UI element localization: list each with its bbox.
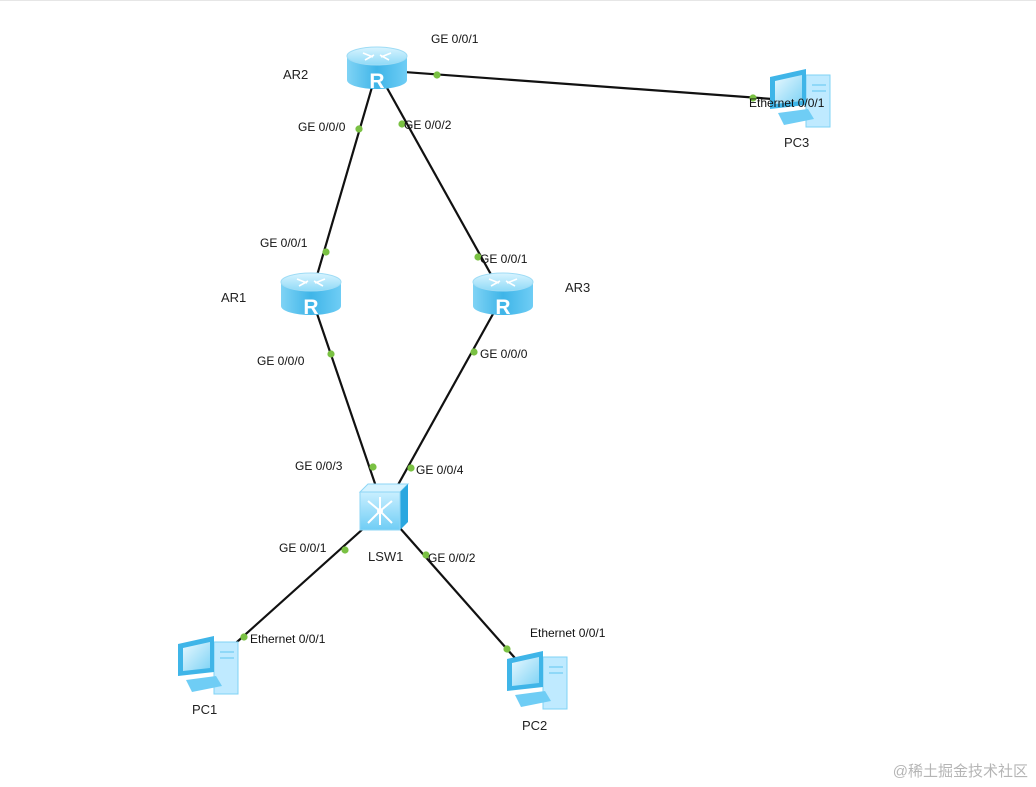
port-label-ar3: GE 0/0/0 [480, 347, 528, 361]
link-ar2-pc3[interactable] [376, 68, 801, 103]
port-label-lsw1: GE 0/0/3 [295, 459, 343, 473]
link-ar2-ar3[interactable] [376, 69, 504, 297]
top-border [0, 0, 1036, 1]
port-dot-lsw1[interactable] [369, 463, 377, 471]
port-label-ar2: GE 0/0/2 [404, 118, 452, 132]
device-label-pc2: PC2 [522, 718, 548, 733]
port-label-ar2: GE 0/0/1 [431, 32, 479, 46]
port-dot-ar3[interactable] [474, 253, 482, 261]
port-dots-layer [240, 71, 757, 653]
router-arrows-icon [362, 52, 392, 61]
device-label-pc1: PC1 [192, 702, 218, 717]
link-lsw1-pc2[interactable] [383, 509, 538, 684]
pc-tower [542, 656, 568, 710]
device-label-lsw1: LSW1 [368, 549, 404, 564]
pc-pc3[interactable] [770, 69, 831, 128]
port-dot-pc3[interactable] [749, 94, 757, 102]
link-ar1-lsw1[interactable] [309, 295, 386, 511]
pc-keyboard [515, 691, 551, 707]
port-label-ar1: GE 0/0/1 [260, 236, 308, 250]
device-label-pc3: PC3 [784, 135, 810, 150]
device-label-ar1: AR1 [221, 290, 247, 305]
pc-pc2[interactable] [507, 651, 568, 710]
port-label-pc1: Ethernet 0/0/1 [250, 632, 326, 646]
port-dot-pc2[interactable] [503, 645, 511, 653]
router-ar1[interactable]: R [280, 272, 342, 319]
port-dot-lsw1[interactable] [341, 546, 349, 554]
port-label-lsw1: GE 0/0/2 [428, 551, 476, 565]
port-label-pc3: Ethernet 0/0/1 [749, 96, 825, 110]
switch-side [400, 484, 408, 530]
devices-layer: R R R [178, 46, 831, 710]
port-dot-lsw1[interactable] [422, 551, 430, 559]
switch-top [358, 483, 410, 493]
pc-keyboard [186, 676, 222, 692]
router-arrows-icon [296, 278, 326, 287]
link-ar3-lsw1[interactable] [383, 295, 504, 511]
router-ar2[interactable]: R [346, 46, 408, 93]
port-label-ar1: GE 0/0/0 [257, 354, 305, 368]
port-dot-pc1[interactable] [240, 633, 248, 641]
pc-keyboard [778, 109, 814, 125]
router-top [346, 46, 408, 66]
port-dot-ar1[interactable] [322, 248, 330, 256]
link-ar2-ar1[interactable] [309, 69, 379, 297]
port-dot-ar3[interactable] [470, 348, 478, 356]
port-dot-ar2[interactable] [355, 125, 363, 133]
router-glyph: R [369, 70, 384, 93]
port-dot-ar2[interactable] [398, 120, 406, 128]
router-glyph: R [495, 296, 510, 319]
port-label-ar3: GE 0/0/1 [480, 252, 528, 266]
pc-pc1[interactable] [178, 636, 239, 695]
device-label-ar2: AR2 [283, 67, 309, 82]
router-ar3[interactable]: R [472, 272, 534, 319]
pc-screen [183, 642, 210, 671]
port-label-lsw1: GE 0/0/1 [279, 541, 327, 555]
port-dot-lsw1[interactable] [407, 464, 415, 472]
links-layer [207, 68, 801, 684]
port-dot-ar2[interactable] [433, 71, 441, 79]
watermark: @稀土掘金技术社区 [892, 763, 1028, 780]
pc-screen [775, 75, 802, 104]
switch-arrows-icon [367, 497, 393, 525]
port-label-lsw1: GE 0/0/4 [416, 463, 464, 477]
router-arrows-icon [488, 278, 518, 287]
device-label-ar3: AR3 [565, 280, 591, 295]
port-dot-ar1[interactable] [327, 350, 335, 358]
router-glyph: R [303, 296, 318, 319]
pc-screen [512, 657, 539, 686]
port-label-ar2: GE 0/0/0 [298, 120, 346, 134]
switch-lsw1[interactable] [358, 483, 410, 531]
port-label-pc2: Ethernet 0/0/1 [530, 626, 606, 640]
router-top [472, 272, 534, 292]
router-top [280, 272, 342, 292]
